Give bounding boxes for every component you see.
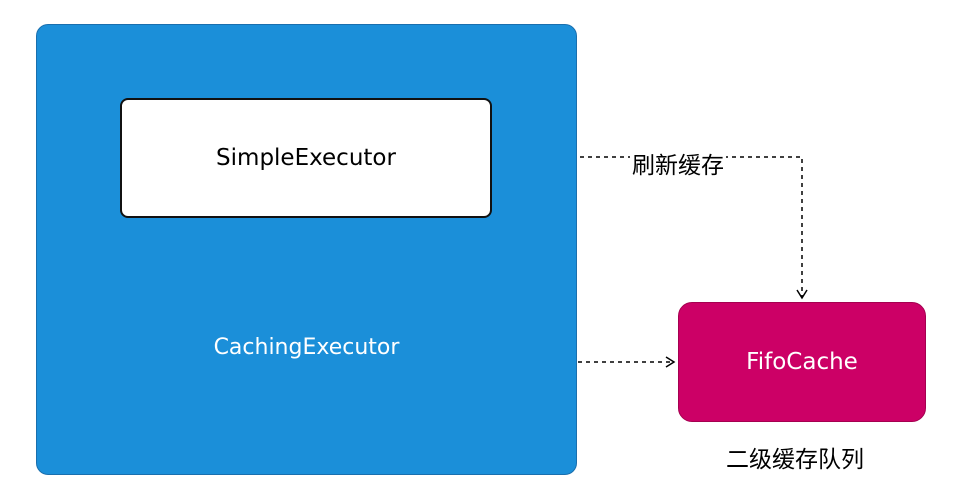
fifo-cache-node: FifoCache bbox=[678, 302, 926, 422]
simple-executor-label: SimpleExecutor bbox=[216, 145, 396, 171]
caching-executor-label: CachingExecutor bbox=[213, 335, 400, 360]
simple-executor-node: SimpleExecutor bbox=[120, 98, 492, 218]
second-level-cache-queue-label: 二级缓存队列 bbox=[726, 447, 864, 473]
refresh-cache-edge-label: 刷新缓存 bbox=[630, 146, 726, 180]
caching-executor-node: CachingExecutor bbox=[36, 24, 577, 475]
edge-simple-to-fifo bbox=[492, 156, 808, 300]
fifo-cache-label: FifoCache bbox=[746, 349, 858, 375]
